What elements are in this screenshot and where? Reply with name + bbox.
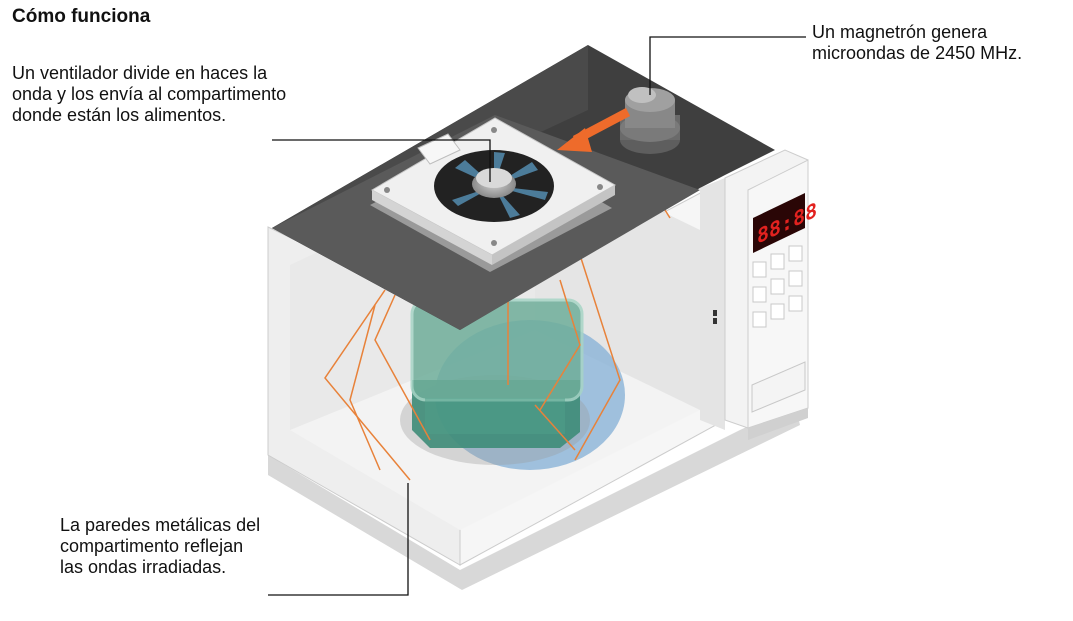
keypad-button[interactable]: [788, 245, 803, 262]
control-panel-side: [700, 178, 725, 430]
walls-callout-line-2: compartimento reflejan: [60, 536, 244, 556]
fan-icon: [434, 150, 554, 222]
fan-callout-line-2: onda y los envía al compartimento: [12, 84, 287, 104]
fan-callout-line-1: Un ventilador divide en haces la: [12, 63, 268, 83]
latch-slot: [713, 318, 717, 324]
magnetron-callout-line-1: Un magnetrón genera: [812, 22, 988, 42]
walls-callout-line-1: La paredes metálicas del: [60, 515, 261, 535]
walls-callout-line-3: las ondas irradiadas.: [60, 557, 227, 577]
screw: [597, 184, 603, 190]
keypad-button[interactable]: [752, 261, 767, 278]
keypad-button[interactable]: [752, 311, 767, 328]
fan-bracket: [417, 133, 461, 165]
control-panel-base: [748, 408, 808, 440]
magnetron-arrow-icon: [557, 108, 631, 152]
keypad-button[interactable]: [770, 303, 785, 320]
screw: [384, 187, 390, 193]
diagram-title: Cómo funciona: [12, 6, 151, 27]
magnetron: [620, 87, 680, 154]
keypad-button[interactable]: [752, 286, 767, 303]
floor-shadow: [268, 405, 800, 590]
display-panel: [753, 193, 805, 253]
keypad-button[interactable]: [788, 295, 803, 312]
keypad-button[interactable]: [770, 278, 785, 295]
keypad-button[interactable]: [788, 270, 803, 287]
screw: [491, 127, 497, 133]
fan-callout-line-3: donde están los alimentos.: [12, 105, 227, 125]
fan-mount-edge-right: [492, 185, 615, 265]
walls-callout: La paredes metálicas del compartimento r…: [60, 515, 260, 578]
magnetron-leader-line: [649, 36, 806, 95]
door-release-button[interactable]: [751, 361, 806, 413]
fan-callout: Un ventilador divide en haces la onda y …: [12, 63, 286, 126]
keypad: [752, 245, 803, 328]
magnetron-callout: Un magnetrón genera microondas de 2450 M…: [812, 22, 1022, 64]
screw: [491, 240, 497, 246]
magnetron-callout-line-2: microondas de 2450 MHz.: [812, 43, 1023, 63]
latch-slot: [713, 310, 717, 316]
fan-leader-line: [272, 139, 491, 182]
keypad-button[interactable]: [770, 253, 785, 270]
fan-mount-edge: [372, 190, 492, 265]
walls-leader-line: [268, 483, 409, 596]
wave-rays: [324, 209, 671, 481]
container-highlight: [425, 398, 565, 434]
